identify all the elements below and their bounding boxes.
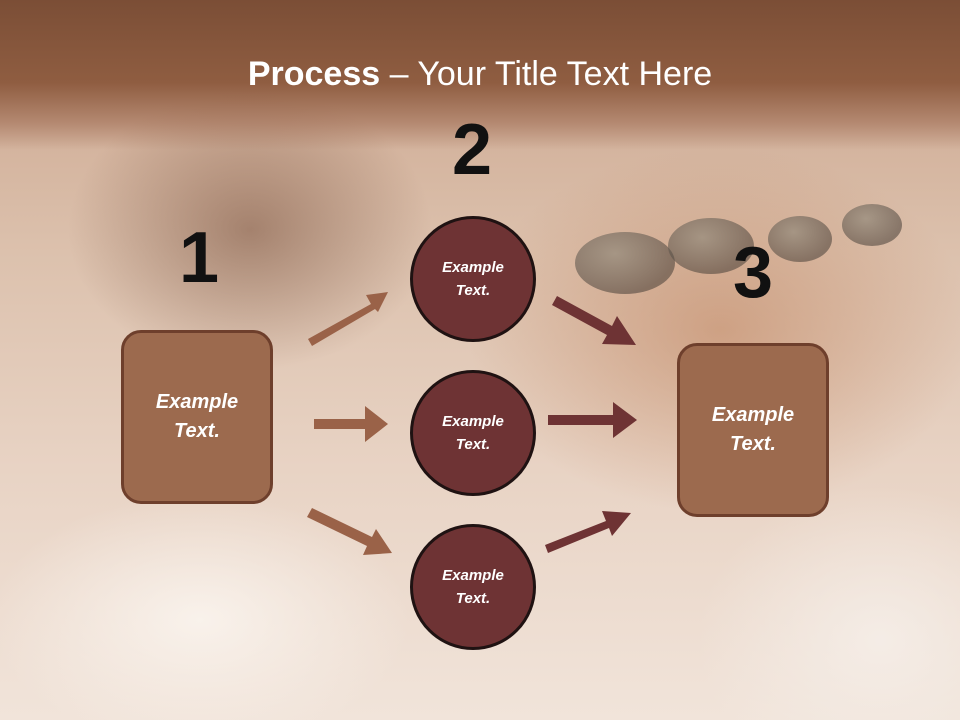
slide-title: Process – Your Title Text Here: [0, 52, 960, 96]
circle-top-label: Example Text.: [442, 259, 504, 299]
step-1-box: Example Text.: [121, 330, 273, 504]
arrows-right-group: [545, 296, 637, 553]
process-circle-top: Example Text.: [410, 216, 536, 342]
hot-stone: [768, 216, 832, 262]
title-band: [0, 0, 960, 150]
step-number-3: 3: [732, 233, 774, 313]
circle-bottom-label: Example Text.: [442, 567, 504, 607]
process-circle-middle: Example Text.: [410, 370, 536, 496]
title-bold: Process: [247, 55, 381, 93]
circle-middle-label: Example Text.: [442, 413, 504, 453]
hot-stone: [842, 204, 902, 246]
arrow-circle-middle-to-box3: [548, 402, 637, 438]
hot-stone: [575, 232, 675, 294]
arrow-box1-to-circle-middle: [314, 406, 388, 442]
step-3-box: Example Text.: [677, 343, 829, 517]
arrow-box1-to-circle-top: [308, 292, 388, 346]
step-number-1: 1: [178, 218, 220, 298]
hot-stone: [668, 218, 754, 274]
arrow-circle-bottom-to-box3: [545, 511, 631, 553]
step-1-label: Example Text.: [155, 391, 239, 442]
process-circle-bottom: Example Text.: [410, 524, 536, 650]
step-number-2: 2: [451, 110, 493, 190]
arrows-left-group: [307, 292, 392, 555]
step-3-label: Example Text.: [711, 404, 795, 455]
title-rest: – Your Title Text Here: [380, 55, 713, 93]
arrow-box1-to-circle-bottom: [307, 508, 392, 555]
arrow-circle-top-to-box3: [552, 296, 636, 345]
